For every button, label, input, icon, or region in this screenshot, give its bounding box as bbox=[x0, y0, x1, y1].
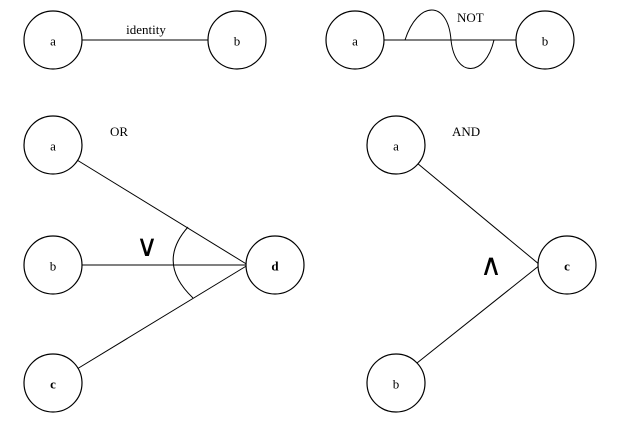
and-node-b bbox=[366, 353, 426, 413]
not-node-a-label: a bbox=[352, 34, 358, 49]
and-panel: AND ∧ a b c bbox=[366, 115, 597, 413]
or-arc bbox=[172, 226, 194, 299]
or-node-d-label: d bbox=[271, 259, 279, 274]
not-node-a bbox=[325, 10, 385, 70]
or-node-c-label: c bbox=[50, 377, 56, 392]
identity-label: identity bbox=[126, 22, 166, 37]
and-node-c bbox=[537, 235, 597, 295]
and-symbol: ∧ bbox=[480, 248, 502, 283]
and-node-b-label: b bbox=[393, 377, 400, 392]
or-edge-a bbox=[76, 159, 249, 266]
identity-node-a-label: a bbox=[50, 34, 56, 49]
or-node-a bbox=[23, 115, 83, 175]
or-node-d bbox=[245, 235, 305, 295]
identity-panel: identity a b bbox=[23, 10, 267, 70]
and-edge-a bbox=[416, 162, 541, 266]
not-panel: NOT a b bbox=[325, 9, 575, 70]
not-node-b-label: b bbox=[542, 34, 549, 49]
or-label: OR bbox=[110, 124, 128, 139]
identity-node-b-label: b bbox=[234, 34, 241, 49]
not-wave bbox=[404, 9, 495, 69]
or-node-b bbox=[23, 235, 83, 295]
or-edge-c bbox=[76, 264, 249, 370]
and-node-c-label: c bbox=[564, 259, 570, 274]
or-node-c bbox=[23, 353, 83, 413]
not-label: NOT bbox=[457, 10, 484, 25]
identity-node-b bbox=[207, 10, 267, 70]
or-node-b-label: b bbox=[50, 259, 57, 274]
or-symbol: ∨ bbox=[136, 229, 158, 264]
and-edge-b bbox=[416, 264, 541, 364]
identity-node-a bbox=[23, 10, 83, 70]
not-node-b bbox=[515, 10, 575, 70]
and-node-a bbox=[366, 115, 426, 175]
and-node-a-label: a bbox=[393, 139, 399, 154]
and-label: AND bbox=[452, 124, 480, 139]
or-node-a-label: a bbox=[50, 139, 56, 154]
or-panel: OR ∨ a b c d bbox=[23, 115, 305, 413]
